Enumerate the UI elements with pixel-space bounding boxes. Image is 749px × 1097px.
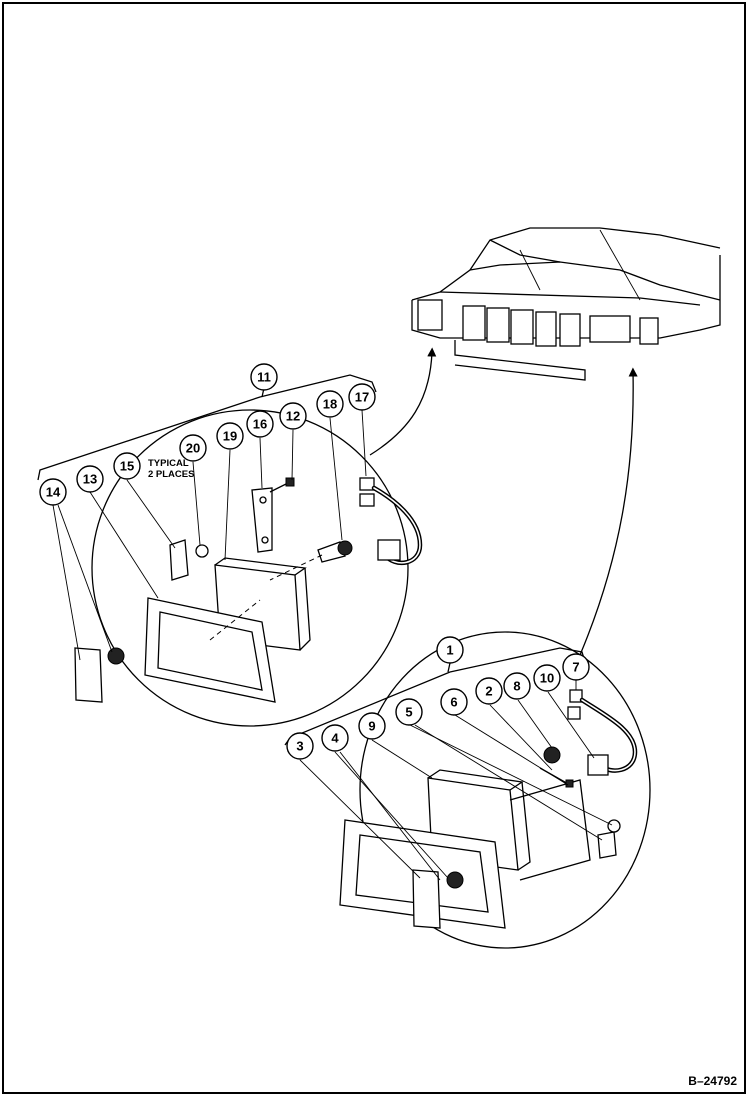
cab-switch-slot-3: [510, 309, 534, 345]
cab-switch-slot-2: [486, 307, 510, 343]
svg-text:11: 11: [257, 370, 271, 385]
callout-3: 3: [286, 732, 314, 760]
bracket-16: [251, 487, 273, 553]
callout-5: 5: [395, 698, 423, 726]
callout-1: 1: [436, 636, 464, 664]
svg-text:1: 1: [446, 643, 453, 658]
clip-15: [169, 539, 189, 581]
svg-text:2 PLACES: 2 PLACES: [148, 469, 194, 480]
svg-text:3: 3: [296, 739, 303, 754]
upper-detail-view: [37, 374, 423, 727]
callout-8: 8: [503, 672, 531, 700]
cab-right-lamp-opening: [589, 315, 631, 343]
callout-11: 11: [250, 363, 278, 391]
callout-6: 6: [440, 688, 468, 716]
svg-text:19: 19: [223, 429, 237, 444]
svg-text:TYPICAL: TYPICAL: [148, 458, 189, 469]
nut-5: [607, 819, 621, 833]
figure-id-label: B–24792: [688, 1074, 737, 1088]
svg-text:18: 18: [323, 397, 337, 412]
bulb-socket-8: [543, 746, 561, 764]
svg-text:6: 6: [450, 695, 457, 710]
callout-18: 18: [316, 390, 344, 418]
callout-13: 13: [76, 465, 104, 493]
callout-15: 15: [113, 452, 141, 480]
callout-19: 19: [216, 422, 244, 450]
svg-text:4: 4: [331, 731, 339, 746]
callout-12: 12: [279, 402, 307, 430]
plate-14: [74, 647, 103, 703]
clip-lower: [597, 831, 617, 859]
upper-leader-lines: [52, 409, 367, 661]
cab-illustration: [411, 227, 721, 381]
connector-17-a: [359, 477, 375, 491]
nut-20: [195, 544, 209, 558]
svg-text:10: 10: [540, 671, 554, 686]
screw-4: [446, 871, 464, 889]
harness-arrow-lower: [579, 367, 638, 656]
screw-14: [107, 647, 125, 665]
callout-14: 14: [39, 478, 67, 506]
callout-4: 4: [321, 724, 349, 752]
svg-text:20: 20: [186, 441, 200, 456]
svg-text:9: 9: [368, 719, 375, 734]
svg-text:15: 15: [120, 459, 134, 474]
cab-left-lamp-opening: [417, 299, 443, 331]
lower-leader-lines: [299, 680, 613, 881]
bolt-12: [285, 477, 295, 487]
callout-9: 9: [358, 712, 386, 740]
svg-text:12: 12: [286, 409, 300, 424]
plate-3: [412, 869, 441, 929]
svg-text:8: 8: [513, 679, 520, 694]
cab-right-lamp-edge: [639, 317, 659, 345]
callout-20: 20: [179, 434, 207, 462]
cab-switch-slot-4: [535, 311, 557, 347]
lower-detail-view: [284, 631, 651, 949]
svg-text:2: 2: [485, 684, 492, 699]
harness-arrow-upper: [369, 347, 437, 456]
callout-7: 7: [562, 653, 590, 681]
switch-body-17: [377, 539, 401, 561]
callout-10: 10: [533, 664, 561, 692]
svg-text:17: 17: [355, 390, 369, 405]
callout-16: 16: [246, 410, 274, 438]
cab-switch-slot-5: [559, 313, 581, 347]
switch-body-10: [587, 754, 609, 776]
svg-text:7: 7: [572, 660, 579, 675]
connector-7-b: [567, 706, 581, 720]
cab-switch-slot-1: [462, 305, 486, 341]
svg-text:13: 13: [83, 472, 97, 487]
svg-text:5: 5: [405, 705, 412, 720]
svg-text:14: 14: [46, 485, 61, 500]
connector-17-b: [359, 493, 375, 507]
typical-note: TYPICAL 2 PLACES: [148, 458, 194, 480]
bolt-6: [565, 779, 574, 788]
svg-text:16: 16: [253, 417, 267, 432]
bezel-13: [144, 597, 276, 703]
callout-17: 17: [348, 383, 376, 411]
callout-2: 2: [475, 677, 503, 705]
